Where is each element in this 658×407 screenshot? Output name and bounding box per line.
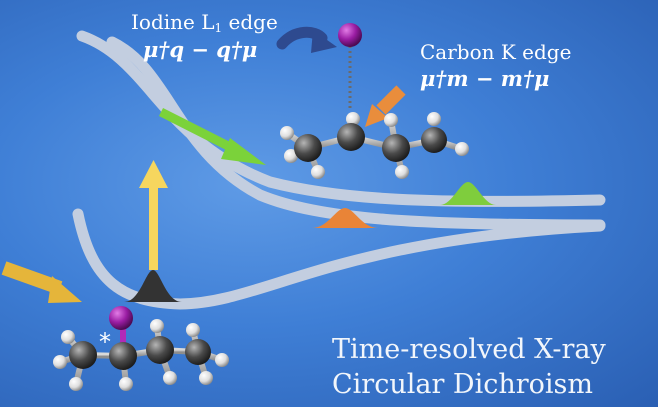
- iodine-atom-free: [338, 23, 362, 47]
- middle-excited-curve: [106, 36, 606, 231]
- iodine-edge-suffix: edge: [222, 10, 278, 34]
- orange-wavepacket: [312, 208, 378, 228]
- title-line-2: Circular Dichroism: [332, 369, 593, 400]
- upper-carbon-atoms: [294, 123, 447, 162]
- ground-state-curve: [72, 208, 606, 310]
- lower-carbon-atoms: [69, 336, 211, 370]
- ground-wavepacket: [124, 270, 182, 302]
- bottom-xray-arrow: [1, 261, 82, 303]
- iodine-operator: μ†q − q†μ: [143, 37, 258, 62]
- lower-hydrogen-atoms: [53, 319, 229, 391]
- chiral-center-marker: *: [99, 328, 111, 356]
- iodine-atom-bound: [109, 306, 133, 330]
- upper-hydrogen-atoms: [280, 112, 469, 179]
- upper-molecule: [280, 112, 469, 179]
- carbon-xray-arrow: [365, 85, 406, 127]
- iodine-edge-subscript: 1: [214, 21, 223, 35]
- iodine-edge-text: Iodine L: [131, 10, 215, 34]
- carbon-operator: μ†m − m†μ: [420, 66, 550, 91]
- iodine-edge-label: Iodine L1 edge: [131, 10, 278, 35]
- carbon-edge-label: Carbon K edge: [420, 40, 572, 64]
- title-line-1: Time-resolved X-ray: [332, 334, 606, 365]
- probe-arrow: [158, 107, 266, 165]
- iodine-xray-arrow: [276, 26, 337, 53]
- dissociating-iodine: [338, 23, 362, 110]
- excitation-arrow: [139, 160, 168, 270]
- green-wavepacket: [440, 182, 496, 205]
- lower-molecule: [53, 306, 229, 391]
